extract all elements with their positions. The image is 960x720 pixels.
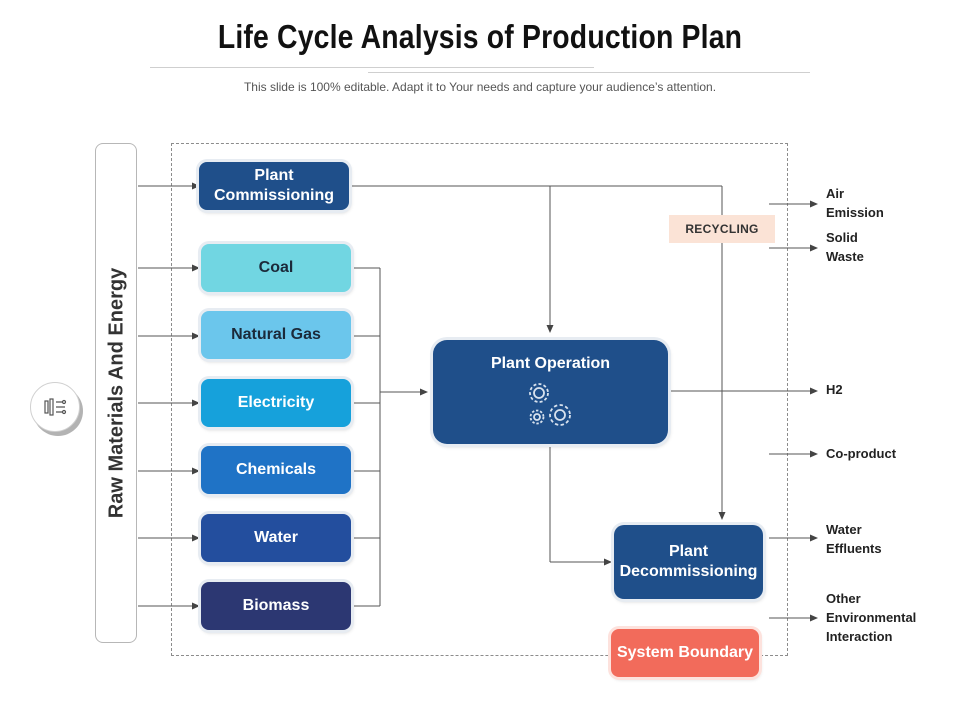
raw-materials-label: Raw Materials And Energy: [105, 267, 128, 519]
input-electricity: Electricity: [201, 379, 351, 427]
system-boundary-text: System Boundary: [616, 644, 754, 661]
input-natural-gas: Natural Gas: [201, 311, 351, 359]
output-h2: H2: [826, 382, 843, 397]
title-divider: [150, 67, 594, 68]
plant-operation-label: Plant Operation: [490, 355, 611, 372]
input-label: Electricity: [237, 394, 315, 411]
input-chemicals: Chemicals: [201, 446, 351, 494]
input-label: Water: [254, 529, 298, 546]
plant-operation-box: Plant Operation: [433, 340, 668, 444]
input-water: Water: [201, 514, 351, 562]
page-title: Life Cycle Analysis of Production Plan: [217, 18, 743, 55]
plant-decommissioning-label: Plant Decommissioning: [619, 543, 758, 580]
input-label: Natural Gas: [231, 326, 321, 343]
output-co-product: Co-product: [826, 446, 897, 461]
system-boundary-label: System Boundary: [611, 629, 759, 677]
title-divider-right: [368, 72, 810, 73]
page-subtitle: This slide is 100% editable. Adapt it to…: [243, 80, 717, 94]
output-other-environmental: Other Environmental Interaction: [826, 591, 917, 644]
output-water-effluents: Water Effluents: [826, 522, 882, 556]
output-air-emission: Air Emission: [826, 186, 884, 220]
plant-commissioning-box: Plant Commissioning: [199, 162, 349, 210]
input-label: Chemicals: [235, 461, 317, 478]
input-label: Coal: [258, 259, 294, 276]
recycling-tag: RECYCLING: [669, 215, 775, 243]
input-coal: Coal: [201, 244, 351, 292]
raw-materials-bar: [95, 143, 137, 643]
process-flow-icon: [30, 382, 80, 432]
output-solid-waste: Solid Waste: [826, 230, 864, 264]
gears-icon: [528, 383, 571, 426]
input-label: Biomass: [242, 597, 310, 614]
system-boundary-frame: [171, 143, 788, 656]
plant-decommissioning-box: Plant Decommissioning: [614, 525, 763, 599]
input-biomass: Biomass: [201, 582, 351, 630]
plant-commissioning-label: Plant Commissioning: [213, 167, 334, 204]
